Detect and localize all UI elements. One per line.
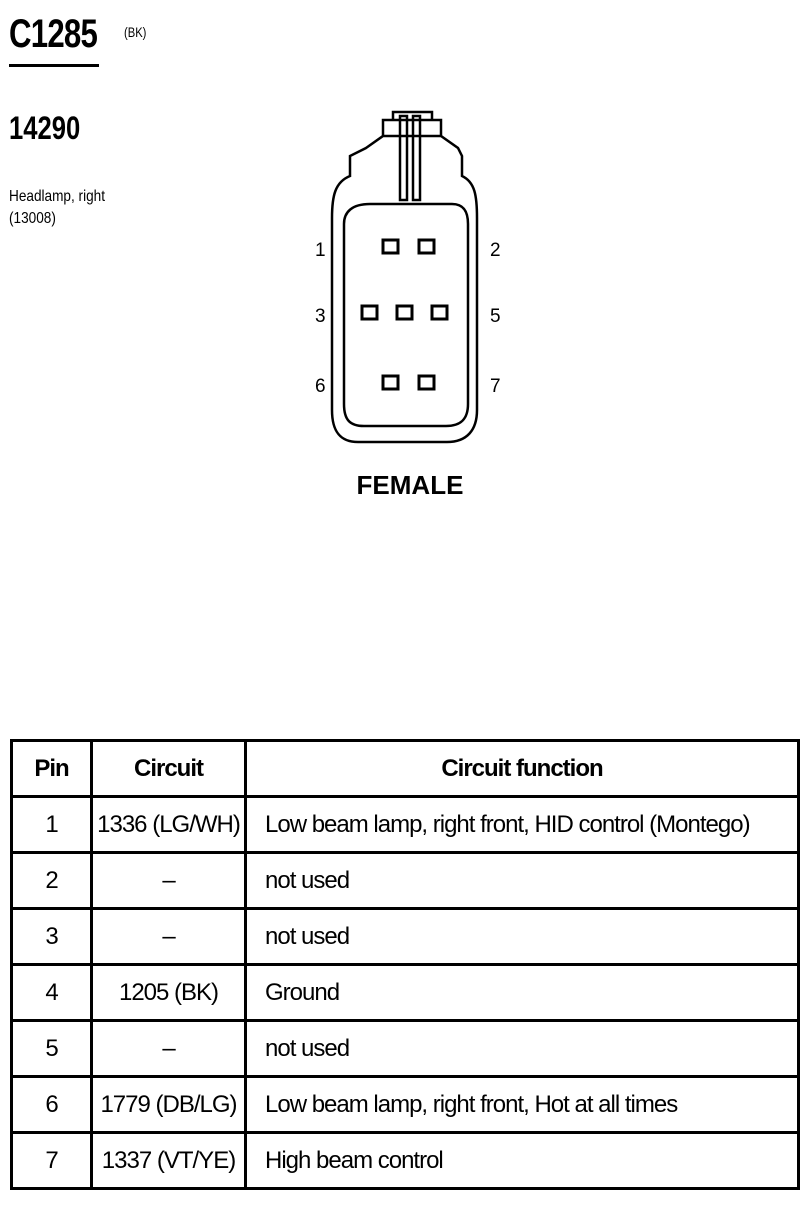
table-row: 6 1779 (DB/LG) Low beam lamp, right fron…: [10, 1075, 800, 1134]
function-cell: High beam control: [244, 1131, 800, 1190]
part-number: 14290: [9, 110, 81, 146]
pin-cavity-1: [381, 238, 400, 255]
connector-face-diagram: 1 2 3 5 6 7 FEMALE: [315, 110, 501, 500]
housing-outer: [330, 134, 479, 444]
table-row: 4 1205 (BK) Ground: [10, 963, 800, 1022]
circuit-cell: 1779 (DB/LG): [90, 1075, 247, 1134]
pin-cell: 4: [10, 963, 93, 1022]
function-cell: not used: [244, 851, 800, 910]
table-row: 1 1336 (LG/WH) Low beam lamp, right fron…: [10, 795, 800, 854]
housing-inner: [342, 202, 470, 428]
table-header-row: Pin Circuit Circuit function: [10, 739, 800, 798]
connector-color: (BK): [124, 24, 147, 40]
pin-cell: 1: [10, 795, 93, 854]
pin-cavity-7: [417, 374, 436, 391]
latch-rib-right: [411, 114, 422, 202]
circuit-cell: –: [90, 851, 247, 910]
function-cell: Low beam lamp, right front, HID control …: [244, 795, 800, 854]
function-cell: not used: [244, 907, 800, 966]
pin-label-6: 6: [315, 376, 326, 397]
connector-id: C1285: [9, 12, 98, 56]
pin-label-5: 5: [490, 306, 501, 327]
pin-cavity-2: [417, 238, 436, 255]
description-line-1: Headlamp, right: [9, 188, 106, 205]
pin-cell: 7: [10, 1131, 93, 1190]
circuit-cell: –: [90, 1019, 247, 1078]
pin-cavity-6: [381, 374, 400, 391]
description-line-2: (13008): [9, 210, 56, 227]
pin-label-1: 1: [315, 240, 326, 261]
pin-cell: 6: [10, 1075, 93, 1134]
circuit-cell: 1337 (VT/YE): [90, 1131, 247, 1190]
table-row: 7 1337 (VT/YE) High beam control: [10, 1131, 800, 1190]
circuit-cell: 1205 (BK): [90, 963, 247, 1022]
header-pin: Pin: [10, 739, 93, 798]
table-row: 3 – not used: [10, 907, 800, 966]
function-cell: not used: [244, 1019, 800, 1078]
title-underline: [9, 64, 99, 67]
function-cell: Low beam lamp, right front, Hot at all t…: [244, 1075, 800, 1134]
latch-tab: [391, 110, 434, 120]
pin-cavity-4: [395, 304, 414, 321]
pin-cell: 2: [10, 851, 93, 910]
header-circuit: Circuit: [90, 739, 247, 798]
latch-body: [381, 118, 443, 136]
pin-cell: 5: [10, 1019, 93, 1078]
latch-rib-left: [398, 114, 409, 202]
function-cell: Ground: [244, 963, 800, 1022]
pinout-table: Pin Circuit Circuit function 1 1336 (LG/…: [10, 739, 800, 1190]
pin-cavity-5: [430, 304, 449, 321]
header-circuit-function: Circuit function: [244, 739, 800, 798]
pin-label-2: 2: [490, 240, 501, 261]
table-row: 2 – not used: [10, 851, 800, 910]
pin-cell: 3: [10, 907, 93, 966]
table-row: 5 – not used: [10, 1019, 800, 1078]
connector-description: Headlamp, right (13008): [9, 186, 105, 230]
pin-cavity-3: [360, 304, 379, 321]
pin-label-3: 3: [315, 306, 326, 327]
gender-label: FEMALE: [357, 470, 464, 500]
circuit-cell: –: [90, 907, 247, 966]
pin-label-7: 7: [490, 376, 501, 397]
circuit-cell: 1336 (LG/WH): [90, 795, 247, 854]
